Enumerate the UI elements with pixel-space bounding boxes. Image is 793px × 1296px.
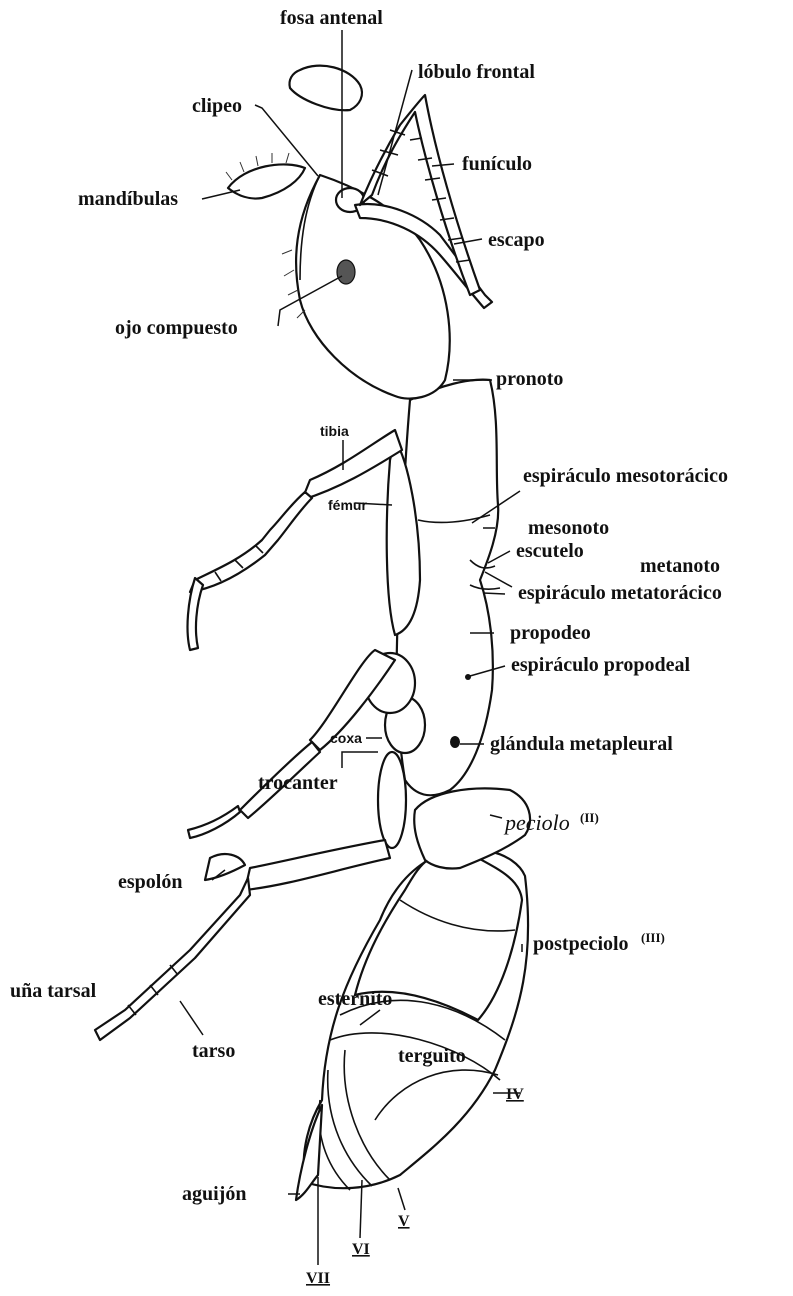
label-clipeo: clipeo	[192, 95, 242, 117]
label-esternito: esternito	[318, 988, 392, 1010]
compound-eye	[337, 260, 355, 284]
mandible	[228, 164, 305, 198]
label-ojo-compuesto: ojo compuesto	[115, 317, 238, 339]
label-trocanter: trocanter	[258, 772, 338, 794]
label-espiraculo-metatoracico: espiráculo metatorácico	[518, 582, 722, 604]
label-postpeciolo: postpeciolo	[533, 933, 629, 955]
label-metanoto: metanoto	[640, 555, 720, 577]
label-lobulo-frontal: lóbulo frontal	[418, 61, 535, 83]
label-femur: fémur	[328, 497, 367, 513]
label-fosa-antenal: fosa antenal	[280, 7, 383, 29]
label-seg-vii: VII	[306, 1270, 330, 1287]
label-coxa: coxa	[330, 730, 362, 746]
label-terguito: terguito	[398, 1045, 466, 1067]
label-propodeo: propodeo	[510, 622, 591, 644]
label-funiculo: funículo	[462, 153, 532, 175]
hind-tarsus	[95, 878, 250, 1040]
label-mesonoto: mesonoto	[528, 517, 609, 539]
label-seg-v: V	[398, 1213, 410, 1230]
ant-body-drawing	[95, 66, 530, 1200]
label-escapo: escapo	[488, 229, 545, 251]
label-espiraculo-propodeal: espiráculo propodeal	[511, 654, 691, 676]
label-una-tarsal: uña tarsal	[10, 980, 97, 1002]
propodeal-spiracle	[465, 674, 471, 680]
label-peciolo: peciolo	[503, 810, 570, 835]
label-escutelo: escutelo	[516, 540, 584, 562]
spur	[205, 854, 245, 880]
label-peciolo-num: (II)	[580, 810, 599, 825]
trochanter	[378, 752, 406, 848]
label-pronoto: pronoto	[496, 368, 563, 390]
front-tibia	[190, 492, 312, 592]
label-seg-vi: VI	[352, 1241, 370, 1258]
label-tarso: tarso	[192, 1040, 235, 1062]
label-seg-iv: IV	[506, 1086, 524, 1103]
metapleural-gland	[450, 736, 460, 748]
label-mandibulas: mandíbulas	[78, 188, 178, 210]
label-postpeciolo-num: (III)	[641, 930, 665, 945]
label-tibia: tibia	[320, 423, 349, 439]
label-espiraculo-mesotoracico: espiráculo mesotorácico	[523, 465, 728, 487]
label-aguijon: aguijón	[182, 1183, 246, 1205]
label-espolon: espolón	[118, 871, 182, 893]
label-glandula-metapleural: glándula metapleural	[490, 733, 673, 755]
hind-tibia	[245, 840, 390, 890]
